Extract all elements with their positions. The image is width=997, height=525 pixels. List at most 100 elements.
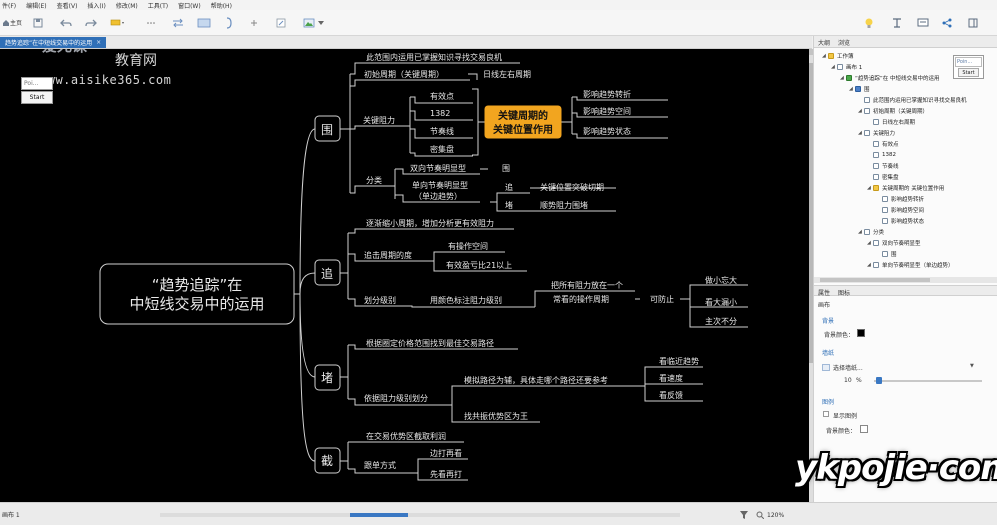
boundary-icon[interactable] xyxy=(197,15,211,31)
tree-toggle-icon[interactable]: ◢ xyxy=(867,262,871,268)
topic-valid-ratio[interactable]: 有效盈亏比21以上 xyxy=(446,260,512,270)
filter-icon[interactable] xyxy=(740,511,748,519)
show-legend-checkbox[interactable] xyxy=(823,411,829,417)
topic-key-role-line2[interactable]: 关键位置作用 xyxy=(493,123,553,136)
topic-influence-state[interactable]: 影响趋势状态 xyxy=(583,126,631,136)
central-topic-line2[interactable]: 中短线交易中的运用 xyxy=(129,295,264,313)
tree-item[interactable]: 密集盘 xyxy=(867,172,899,182)
topic-find-path[interactable]: 根据圈定价格范围找到最佳交易路径 xyxy=(366,338,494,348)
topic-daily[interactable]: 日线左右周期 xyxy=(483,69,531,79)
home-icon[interactable] xyxy=(2,15,10,31)
menu-modify[interactable]: 修改(M) xyxy=(115,2,138,10)
topic-classify[interactable]: 分类 xyxy=(366,175,382,185)
topic-small-big[interactable]: 做小忘大 xyxy=(705,275,737,285)
topic-prevent[interactable]: 可防止 xyxy=(650,294,674,304)
topic-see-hit[interactable]: 先看再打 xyxy=(430,469,462,479)
tree-toggle-icon[interactable]: ◢ xyxy=(867,240,871,246)
topic-speed[interactable]: 看速度 xyxy=(659,373,683,383)
document-tab[interactable]: 趋势追踪”在中短线交易中的运用 × xyxy=(0,37,107,48)
chevron-down-icon[interactable]: ▼ xyxy=(970,363,974,369)
topic-zhui[interactable]: 追 xyxy=(321,266,333,281)
tree-item[interactable]: 此范围内运用已掌握知识寻找交易良机 xyxy=(858,95,967,105)
tree-toggle-icon[interactable]: ◢ xyxy=(867,185,871,191)
topic-near-trend[interactable]: 看临近趋势 xyxy=(659,356,699,366)
topic-common[interactable]: 找共振优势区为王 xyxy=(464,411,528,421)
summary-icon[interactable] xyxy=(225,15,235,31)
topic-initial-cycle[interactable]: 初始周期（关键周期） xyxy=(364,69,444,79)
add-topic-icon[interactable] xyxy=(250,15,258,31)
topic-single-zhui[interactable]: 追 xyxy=(505,182,513,192)
image-dropdown-icon[interactable] xyxy=(318,15,324,31)
tree-item[interactable]: 节奏线 xyxy=(867,161,899,171)
topic-single-line1[interactable]: 单向节奏明显型 xyxy=(412,180,468,190)
mindmap-canvas[interactable]: “趋势追踪”在 中短线交易中的运用 围 此范围内运用已掌握知识寻找交易良机 初始… xyxy=(0,49,809,502)
topic-key-role-line1[interactable]: 关键周期的 xyxy=(498,109,548,122)
topic-effective[interactable]: 有效点 xyxy=(430,91,454,101)
topic-1382[interactable]: 1382 xyxy=(430,109,450,118)
note-icon[interactable] xyxy=(276,15,286,31)
opacity-slider-thumb[interactable] xyxy=(876,377,882,384)
close-icon[interactable]: × xyxy=(96,39,102,46)
tree-item[interactable]: 影响趋势空间 xyxy=(876,205,924,215)
tree-item[interactable]: ◢分类 xyxy=(858,227,884,237)
zoom-level[interactable]: 120% xyxy=(767,512,785,519)
tree-item[interactable]: 日线左右周期 xyxy=(867,117,915,127)
tree-item[interactable]: ◢“趋势追踪”在 中短线交易中的运用 xyxy=(840,73,939,83)
popup-input[interactable]: Poin... xyxy=(955,57,982,67)
scroll-thumb[interactable] xyxy=(350,513,408,517)
tree-toggle-icon[interactable]: ◢ xyxy=(858,229,862,235)
tree-toggle-icon[interactable]: ◢ xyxy=(849,86,853,92)
tree-toggle-icon[interactable]: ◢ xyxy=(822,53,826,59)
menu-edit[interactable]: 编辑(E) xyxy=(26,2,47,10)
topic-dual-wei[interactable]: 围 xyxy=(502,164,510,173)
topic-hit-see[interactable]: 边打再看 xyxy=(430,448,462,458)
central-topic-line1[interactable]: “趋势追踪”在 xyxy=(152,276,243,294)
panel-toggle-icon[interactable] xyxy=(968,15,978,31)
image-icon[interactable] xyxy=(303,15,315,31)
tree-item[interactable]: 围 xyxy=(876,249,897,259)
topic-du[interactable]: 堵 xyxy=(321,371,333,385)
tree-item[interactable]: ◢画布 1 xyxy=(831,62,862,72)
tree-item[interactable]: 影响趋势转折 xyxy=(876,194,924,204)
topic-follow[interactable]: 跟单方式 xyxy=(364,460,396,470)
topic-single-line2[interactable]: （单边趋势） xyxy=(414,191,462,201)
tree-item[interactable]: ◢单向节奏明显型（单边趋势） xyxy=(867,260,954,270)
tree-item[interactable]: ◢围 xyxy=(849,84,870,94)
topic-harvest[interactable]: 在交易优势区截取利润 xyxy=(366,431,446,441)
canvas-vertical-scrollbar[interactable] xyxy=(809,49,813,502)
opacity-slider[interactable] xyxy=(874,380,982,382)
home-label[interactable]: 主页 xyxy=(10,20,23,27)
presentation-icon[interactable] xyxy=(917,15,929,31)
tree-toggle-icon[interactable]: ◢ xyxy=(831,64,835,70)
topic-dense-box[interactable]: 密集盘 xyxy=(430,144,454,154)
topic-has-space[interactable]: 有操作空间 xyxy=(448,241,488,251)
tree-item[interactable]: ◢关键周期的 关键位置作用 xyxy=(867,183,944,193)
topic-rhythm-line[interactable]: 节奏线 xyxy=(430,126,454,136)
topic-all-within-line1[interactable]: 把所有阻力放在一个 xyxy=(551,280,623,290)
save-icon[interactable] xyxy=(33,15,43,31)
tree-toggle-icon[interactable]: ◢ xyxy=(858,108,862,114)
topic-see-big[interactable]: 看大漏小 xyxy=(705,297,737,307)
menu-help[interactable]: 帮助(H) xyxy=(210,2,232,10)
topic-jie[interactable]: 截 xyxy=(321,454,333,468)
tree-item[interactable]: 有效点 xyxy=(867,139,899,149)
topic-influence-space[interactable]: 影响趋势空间 xyxy=(583,106,631,116)
more-icon[interactable] xyxy=(147,15,155,31)
overlay-start-button[interactable]: Start xyxy=(21,91,53,104)
tab-properties[interactable]: 属性 xyxy=(818,290,831,297)
overlay-input[interactable]: Poi... xyxy=(21,77,53,90)
tree-item[interactable]: ◢初始周期（关键周期） xyxy=(858,106,928,116)
topic-feedback[interactable]: 看反馈 xyxy=(659,390,683,400)
format-painter-icon[interactable] xyxy=(110,15,126,31)
menu-tools[interactable]: 工具(T) xyxy=(147,2,169,10)
topic-single-du[interactable]: 堵 xyxy=(505,200,513,210)
wallpaper-select[interactable]: 选择墙纸... xyxy=(822,362,982,372)
topic-primary[interactable]: 主次不分 xyxy=(705,316,737,326)
topic-add-depth[interactable]: 追击周期的度 xyxy=(364,250,412,260)
tab-outline[interactable]: 大纲 xyxy=(818,40,831,47)
topic-key-break[interactable]: 关键位置突破切期 xyxy=(540,182,604,192)
text-format-icon[interactable] xyxy=(892,15,902,31)
tree-item[interactable]: ◢工作簿 xyxy=(822,51,854,61)
tab-icons[interactable]: 图标 xyxy=(838,290,851,297)
topic-wall[interactable]: 顺势阻力围堵 xyxy=(540,200,588,210)
